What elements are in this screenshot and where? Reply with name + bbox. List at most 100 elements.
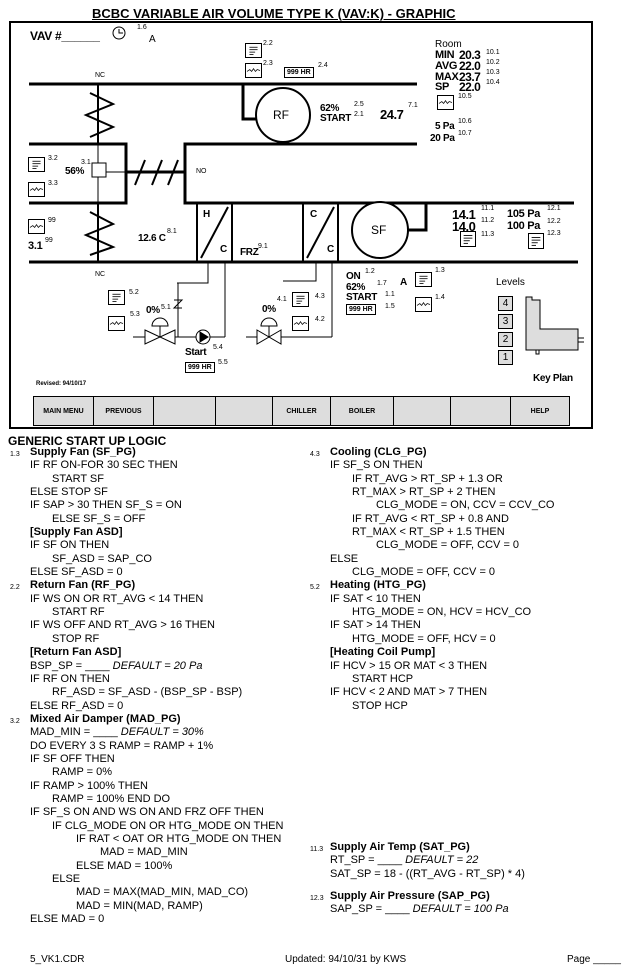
footer-page: Page _____ (567, 954, 621, 965)
logic-text: ELSE RF_ASD = 0 (30, 699, 124, 712)
logic-text: ELSE STOP SF (30, 486, 108, 499)
level-3-button[interactable]: 3 (498, 314, 513, 329)
key-plan-label: Key Plan (533, 373, 573, 384)
logic-text: IF HCV < 2 AND MAT > 7 THEN (330, 686, 488, 699)
sf-label[interactable]: SF (371, 223, 387, 237)
building-pressure-setpoint[interactable]: 20 Pa (430, 133, 455, 144)
coils (196, 202, 339, 263)
supply-air-pressure-setpoint[interactable]: 100 Pa (507, 220, 541, 232)
report-icon[interactable] (245, 43, 262, 58)
sf-status: START (346, 292, 378, 303)
heating-valve-position[interactable]: 0% (146, 305, 160, 316)
logic-line: ELSE (30, 873, 283, 886)
logic-line: MAD = MAD_MIN (30, 846, 283, 859)
help-button[interactable]: HELP (510, 396, 570, 426)
logic-text: ELSE SF_S = OFF (52, 512, 146, 525)
report-icon[interactable] (292, 292, 309, 307)
logic-line: IF RT_AVG > RT_SP + 1.3 OR (330, 473, 555, 486)
logic-text: ELSE MAD = 100% (76, 859, 173, 872)
ref-label: 1.2 (365, 268, 375, 275)
logic-line: IF SAT > 14 THEN (330, 619, 555, 632)
logic-text: CLG_MODE = ON, CCV = CCV_CO (376, 499, 555, 512)
trend-icon[interactable] (28, 219, 45, 234)
section-ref: 3.2 (10, 717, 20, 725)
ref-label: 99 (45, 237, 53, 244)
report-icon[interactable] (415, 272, 432, 287)
logic-text: ELSE MAD = 0 (30, 913, 105, 926)
logic-text: IF RAT < OAT OR HTG_MODE ON THEN (76, 832, 282, 845)
section-title: Mixed Air Damper (MAD_PG) (30, 712, 181, 725)
level-1-button[interactable]: 1 (498, 350, 513, 365)
ref-label: 4.1 (277, 296, 287, 303)
sf-command[interactable]: ON (346, 271, 361, 282)
section-ref: 1.3 (10, 451, 20, 458)
level-4-button[interactable]: 4 (498, 296, 513, 311)
room-avg-label: AVG (435, 60, 458, 72)
mad-actuator (91, 162, 107, 178)
trend-icon[interactable] (437, 95, 454, 110)
blank-button[interactable] (393, 396, 451, 426)
return-temp: 24.7 (380, 107, 404, 122)
report-icon[interactable] (28, 157, 45, 172)
logic-line: [Supply Fan ASD] (30, 526, 283, 539)
logic-text: MAD = MAD_MIN (100, 846, 188, 859)
cooling-coil-c: C (310, 209, 317, 220)
main-menu-button[interactable]: MAIN MENU (33, 396, 94, 426)
boiler-button[interactable]: BOILER (330, 396, 394, 426)
logic-text: IF RF ON THEN (30, 672, 110, 685)
logic-heading: GENERIC START UP LOGIC (8, 434, 167, 448)
trend-icon[interactable] (245, 63, 262, 78)
blank-button[interactable] (450, 396, 511, 426)
trend-icon[interactable] (292, 316, 309, 331)
default-value: DEFAULT = 22 (405, 854, 479, 867)
logic-line: IF RAMP > 100% THEN (30, 780, 283, 793)
logic-line: SAT_SP = 18 - ((RT_AVG - RT_SP) * 4) (330, 868, 525, 881)
logic-text: IF RT_AVG < RT_SP + 0.8 AND (352, 512, 509, 525)
logic-line: IF RF ON THEN (30, 673, 283, 686)
logic-text: CLG_MODE = OFF, CCV = 0 (376, 539, 520, 552)
blank-button[interactable] (153, 396, 216, 426)
logic-line: MAD = MAX(MAD_MIN, MAD_CO) (30, 886, 283, 899)
sf-mode[interactable]: A (400, 277, 407, 288)
logic-line: HTG_MODE = ON, HCV = HCV_CO (330, 606, 555, 619)
ref-label: 8.1 (167, 228, 177, 235)
mad-position[interactable]: 56% (65, 166, 85, 177)
trend-icon[interactable] (108, 316, 125, 331)
rf-status[interactable]: START (320, 113, 352, 124)
trend-icon[interactable] (28, 182, 45, 197)
report-icon[interactable] (460, 231, 476, 247)
report-icon[interactable] (528, 233, 544, 249)
rf-label[interactable]: RF (273, 108, 289, 122)
nc-label: NC (95, 271, 106, 278)
rf-speed: 62% (320, 103, 340, 114)
section-ref: 11.3 (310, 846, 324, 853)
blank-button[interactable] (215, 396, 273, 426)
cooling-valve (256, 317, 282, 345)
previous-button[interactable]: PREVIOUS (93, 396, 154, 426)
clock-icon (112, 26, 126, 40)
logic-line: IF CLG_MODE ON OR HTG_MODE ON THEN (30, 820, 283, 833)
logic-line: STOP RF (30, 633, 283, 646)
logic-line: ELSE MAD = 0 (30, 913, 283, 926)
logic-text: IF RF ON-FOR 30 SEC THEN (30, 459, 178, 472)
cooling-valve-position[interactable]: 0% (262, 304, 276, 315)
logic-text: ELSE (330, 552, 359, 565)
report-icon[interactable] (108, 290, 125, 305)
logic-text: RAMP = 100% END DO (52, 792, 171, 805)
ref-label: 2.2 (263, 40, 273, 47)
logic-line: BSP_SP = ____ DEFAULT = 20 Pa (30, 660, 283, 673)
room-sp-value[interactable]: 22.0 (459, 80, 481, 94)
logic-text: RT_MAX < RT_SP + 1.5 THEN (352, 526, 505, 539)
section-ref: 4.3 (310, 451, 320, 458)
trend-icon[interactable] (415, 297, 432, 312)
logic-line: ELSE RF_ASD = 0 (30, 700, 283, 713)
cooling-coil-c: C (327, 244, 334, 255)
pump-status[interactable]: Start (185, 347, 207, 358)
level-2-button[interactable]: 2 (498, 332, 513, 347)
logic-line: HTG_MODE = OFF, HCV = 0 (330, 633, 555, 646)
chiller-button[interactable]: CHILLER (272, 396, 331, 426)
logic-line: RT_SP = ____ DEFAULT = 22 (330, 854, 525, 867)
supply-air-temp-setpoint[interactable]: 14.0 (452, 219, 476, 234)
no-label: NO (196, 168, 207, 175)
